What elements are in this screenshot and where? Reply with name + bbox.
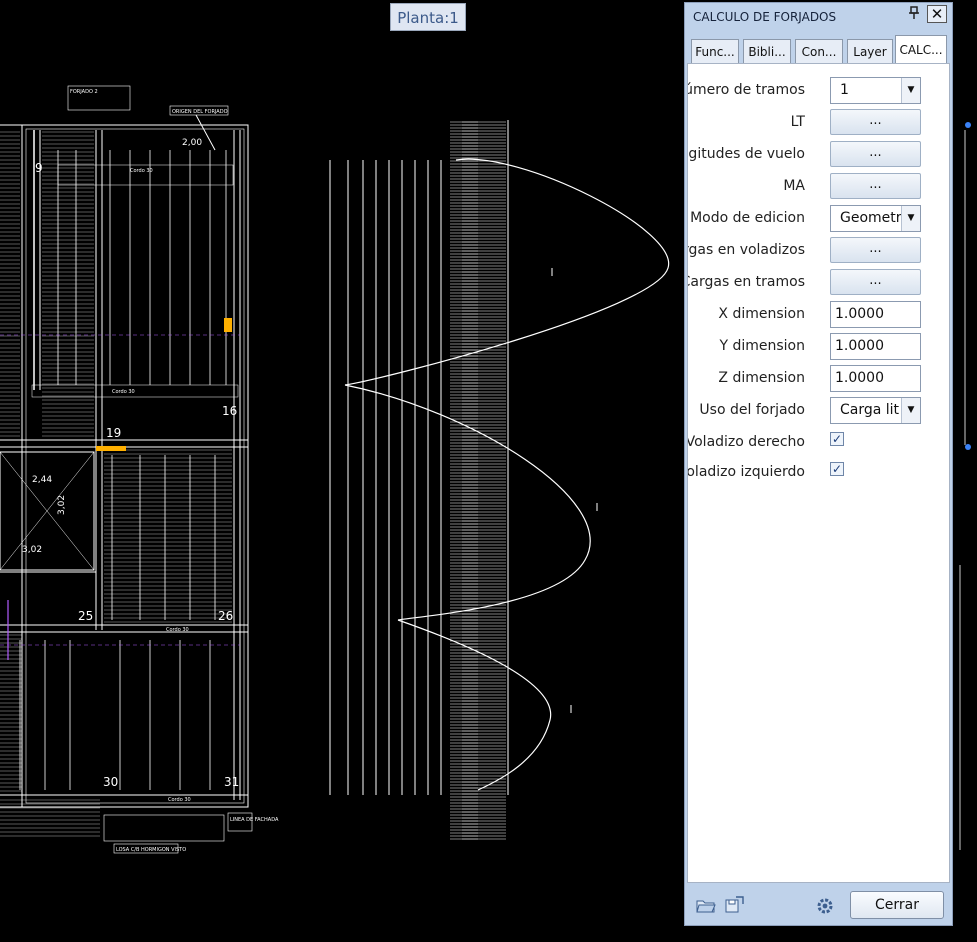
save-icon[interactable] — [723, 896, 745, 918]
field-label: X dimension — [718, 306, 805, 322]
row-uso-forjado: Uso del forjado Carga lit▼ — [688, 394, 949, 424]
dimension-label: 3,02 — [22, 545, 42, 555]
row-x-dimension: X dimension 1.0000 — [688, 298, 949, 328]
row-cargas-tramos: Cargas en tramos ... — [687, 266, 949, 296]
field-label: MA — [783, 178, 805, 194]
row-voladizo-izquierdo: oladizo izquierdo ✓ — [687, 456, 949, 486]
open-folder-icon[interactable] — [695, 896, 717, 918]
field-label: ngitudes de vuelo — [687, 146, 805, 162]
row-longitudes-vuelo: ngitudes de vuelo ... — [687, 138, 949, 168]
modo-edicion-select[interactable]: Geometr▼ — [830, 205, 921, 232]
field-label: rgas en voladizos — [687, 242, 805, 258]
dimension-label: 2,00 — [182, 138, 202, 148]
beam-hatch — [450, 121, 506, 840]
chevron-down-icon[interactable]: ▼ — [901, 398, 920, 423]
row-numero-tramos: úmero de tramos 1▼ — [687, 74, 949, 104]
beam-label: Cordo 30 — [130, 168, 153, 174]
voladizo-izquierdo-checkbox[interactable]: ✓ — [830, 462, 844, 476]
field-label: Voladizo derecho — [687, 434, 805, 450]
plan-note: FORJADO 2 — [70, 89, 98, 95]
x-dimension-input[interactable]: 1.0000 — [830, 301, 921, 328]
row-lt: LT ... — [688, 106, 949, 136]
dimension-label: 3,02 — [57, 495, 67, 515]
pin-icon[interactable] — [907, 6, 921, 22]
field-label: Z dimension — [718, 370, 805, 386]
row-z-dimension: Z dimension 1.0000 — [688, 362, 949, 392]
longitudes-vuelo-button[interactable]: ... — [830, 141, 921, 167]
moment-curve — [344, 384, 591, 621]
plan-note: LOSA C/B HORMIGON VISTO — [116, 847, 186, 853]
field-label: Cargas en tramos — [687, 274, 805, 290]
moment-curve — [397, 619, 552, 791]
grip-points[interactable] — [965, 122, 971, 450]
room-number: 19 — [106, 426, 121, 440]
floor-plan — [0, 85, 253, 854]
y-dimension-input[interactable]: 1.0000 — [830, 333, 921, 360]
panel-content: úmero de tramos 1▼ LT ... ngitudes de vu… — [687, 63, 950, 883]
ma-button[interactable]: ... — [830, 173, 921, 199]
row-voladizo-derecho: Voladizo derecho ✓ — [687, 426, 949, 456]
floor-label[interactable]: Planta:1 — [390, 3, 466, 31]
field-label: Modo de edicion — [690, 210, 805, 226]
tab-bibli[interactable]: Bibli... — [743, 39, 791, 63]
cargas-voladizos-button[interactable]: ... — [830, 237, 921, 263]
chevron-down-icon[interactable]: ▼ — [901, 206, 920, 231]
uso-forjado-select[interactable]: Carga lit▼ — [830, 397, 921, 424]
chevron-down-icon[interactable]: ▼ — [901, 78, 920, 103]
room-number: 25 — [78, 609, 93, 623]
panel-title: CALCULO DE FORJADOS — [693, 10, 837, 24]
room-number: 30 — [103, 775, 118, 789]
forjados-panel: CALCULO DE FORJADOS ✕ Func... Bibli... C… — [684, 2, 953, 926]
room-number: 26 — [218, 609, 233, 623]
settings-icon[interactable] — [814, 896, 836, 918]
row-modo-edicion: Modo de edicion Geometr▼ — [688, 202, 949, 232]
field-label: úmero de tramos — [687, 82, 805, 98]
close-button[interactable]: ✕ — [927, 5, 947, 23]
cargas-tramos-button[interactable]: ... — [830, 269, 921, 295]
floor-plan-beams — [19, 150, 227, 790]
field-label: LT — [790, 114, 805, 130]
row-y-dimension: Y dimension 1.0000 — [688, 330, 949, 360]
room-number: 9 — [35, 161, 43, 175]
numero-tramos-select[interactable]: 1▼ — [830, 77, 921, 104]
field-label: Y dimension — [719, 338, 805, 354]
field-label: Uso del forjado — [699, 402, 805, 418]
voladizo-derecho-checkbox[interactable]: ✓ — [830, 432, 844, 446]
z-dimension-input[interactable]: 1.0000 — [830, 365, 921, 392]
tab-calc[interactable]: CALC... — [895, 35, 947, 63]
tab-layer[interactable]: Layer — [847, 39, 893, 63]
room-number: 31 — [224, 775, 239, 789]
row-ma: MA ... — [688, 170, 949, 200]
cerrar-button[interactable]: Cerrar — [850, 891, 944, 919]
beam-lines — [329, 120, 509, 795]
moment-curve — [344, 158, 669, 386]
row-cargas-voladizos: rgas en voladizos ... — [687, 234, 949, 264]
orange-accent — [96, 446, 126, 451]
tab-con[interactable]: Con... — [795, 39, 843, 63]
field-label: oladizo izquierdo — [687, 464, 805, 480]
beam-label: Cordo 30 — [112, 389, 135, 395]
plan-note: LINEA DE FACHADA — [230, 817, 279, 823]
floor-plan-hatch — [0, 131, 232, 837]
orange-accent — [224, 318, 232, 332]
lt-button[interactable]: ... — [830, 109, 921, 135]
right-edge-drawing — [959, 130, 966, 850]
room-number: 16 — [222, 404, 237, 418]
beam-label: Cordo 30 — [168, 797, 191, 803]
beam-label: Cordo 30 — [166, 627, 189, 633]
tab-func[interactable]: Func... — [691, 39, 739, 63]
dimension-label: 2,44 — [32, 475, 52, 485]
plan-note: ORIGEN DEL FORJADO — [172, 109, 228, 115]
